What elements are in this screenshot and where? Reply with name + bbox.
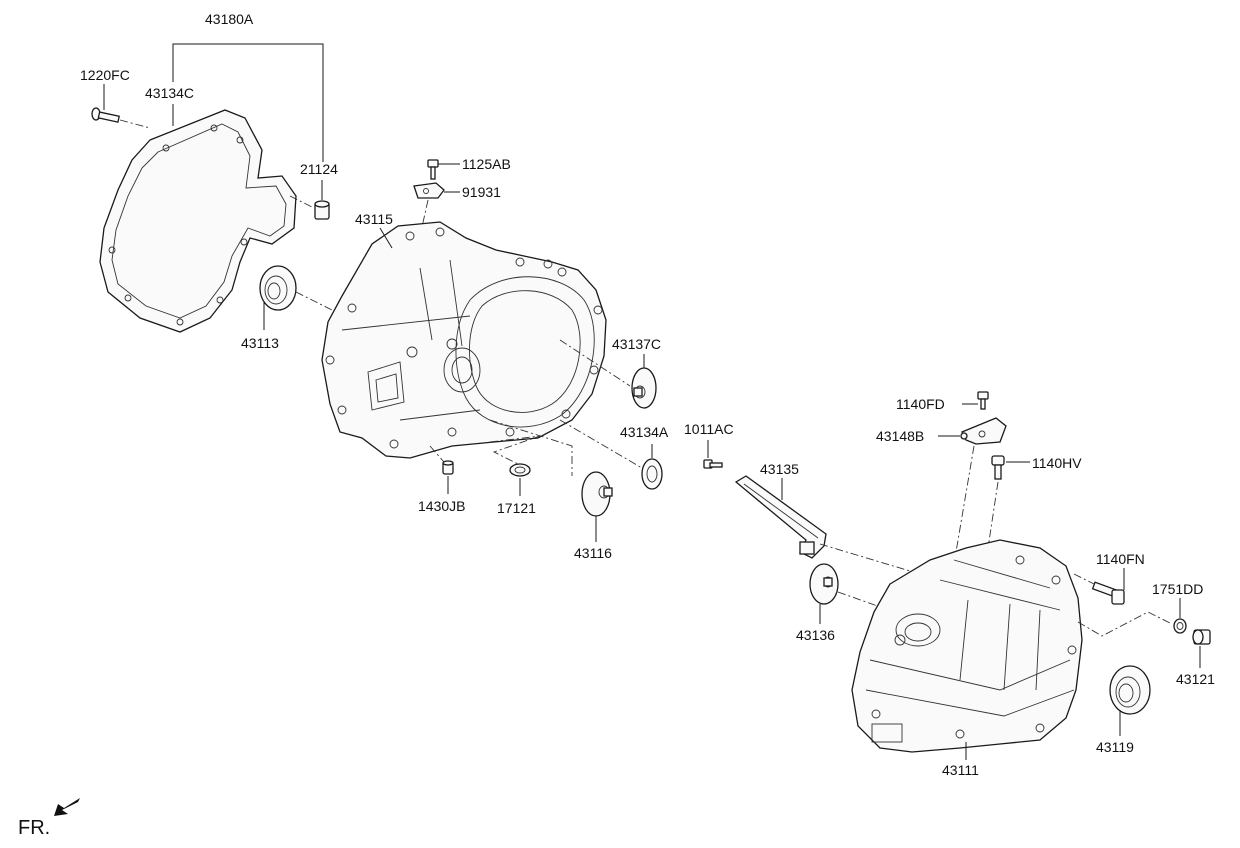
bolt-1140FN[interactable] bbox=[1091, 581, 1125, 605]
label-91931: 91931 bbox=[462, 184, 501, 200]
label-43134A: 43134A bbox=[620, 424, 669, 440]
label-43180A: 43180A bbox=[205, 11, 254, 27]
transmission-case-43111[interactable] bbox=[851, 539, 1083, 753]
label-1125AB: 1125AB bbox=[462, 156, 511, 172]
label-1140FD: 1140FD bbox=[896, 396, 945, 412]
label-1220FC: 1220FC bbox=[80, 67, 130, 83]
assembly-bracket-43180A bbox=[172, 43, 324, 162]
washer-1751DD[interactable] bbox=[1173, 618, 1187, 634]
label-17121: 17121 bbox=[497, 500, 536, 516]
oil-seal-43119[interactable] bbox=[1109, 665, 1151, 715]
label-43148B: 43148B bbox=[876, 428, 924, 444]
dash-1430JB bbox=[429, 445, 445, 463]
label-43136: 43136 bbox=[796, 627, 835, 643]
oil-seal-43134A[interactable] bbox=[641, 458, 663, 490]
drain-plug-43121[interactable] bbox=[1192, 629, 1211, 645]
gasket-43134C[interactable] bbox=[99, 109, 297, 333]
dash-43137C bbox=[559, 339, 631, 387]
label-43116: 43116 bbox=[574, 545, 612, 561]
bracket-43148B[interactable] bbox=[960, 417, 1007, 445]
dash-21124 bbox=[289, 195, 315, 209]
dash-91931 bbox=[419, 199, 429, 237]
shim-43136[interactable] bbox=[809, 563, 839, 605]
dash-43113 bbox=[295, 291, 333, 311]
shim-43116[interactable] bbox=[581, 471, 613, 517]
dash-43148B bbox=[955, 445, 975, 553]
label-1751DD: 1751DD bbox=[1152, 581, 1203, 597]
dash-1140FN bbox=[1073, 573, 1095, 585]
dash-43116 bbox=[489, 419, 573, 476]
bolt-1220FC[interactable] bbox=[91, 107, 120, 123]
label-1140HV: 1140HV bbox=[1032, 455, 1082, 471]
oil-seal-43113[interactable] bbox=[259, 265, 297, 311]
bolt-1140FD[interactable] bbox=[977, 391, 989, 410]
bolt-1140HV[interactable] bbox=[991, 455, 1005, 480]
label-43115: 43115 bbox=[355, 211, 393, 227]
label-1140FN: 1140FN bbox=[1096, 551, 1145, 567]
front-direction-arrow-icon bbox=[54, 798, 80, 816]
dash-43135 bbox=[819, 543, 921, 575]
label-43113: 43113 bbox=[241, 335, 279, 351]
label-1430JB: 1430JB bbox=[418, 498, 465, 514]
label-43137C: 43137C bbox=[612, 336, 661, 352]
dowel-pin-21124[interactable] bbox=[314, 200, 330, 220]
plug-43137C[interactable] bbox=[631, 367, 657, 409]
label-43121: 43121 bbox=[1176, 671, 1215, 687]
dash-1751DD bbox=[1077, 611, 1173, 637]
guide-rail-43135[interactable] bbox=[734, 475, 827, 559]
dash-1140HV bbox=[987, 481, 999, 549]
label-43111: 43111 bbox=[942, 762, 979, 778]
clutch-housing-43115[interactable] bbox=[321, 221, 607, 459]
label-43135: 43135 bbox=[760, 461, 799, 477]
seal-17121[interactable] bbox=[509, 463, 531, 477]
dash-1220FC bbox=[119, 119, 151, 129]
dash-17121 bbox=[489, 435, 541, 465]
bolt-1011AC[interactable] bbox=[703, 459, 723, 469]
leader-43115 bbox=[379, 227, 393, 249]
dowel-pin-1430JB[interactable] bbox=[442, 460, 454, 475]
label-1011AC: 1011AC bbox=[684, 421, 734, 437]
label-21124: 21124 bbox=[300, 161, 338, 177]
front-direction-label: FR. bbox=[18, 817, 50, 839]
bracket-91931[interactable] bbox=[413, 182, 445, 199]
label-43134C: 43134C bbox=[145, 85, 194, 101]
label-43119: 43119 bbox=[1096, 739, 1134, 755]
bolt-1125AB[interactable] bbox=[427, 159, 439, 180]
